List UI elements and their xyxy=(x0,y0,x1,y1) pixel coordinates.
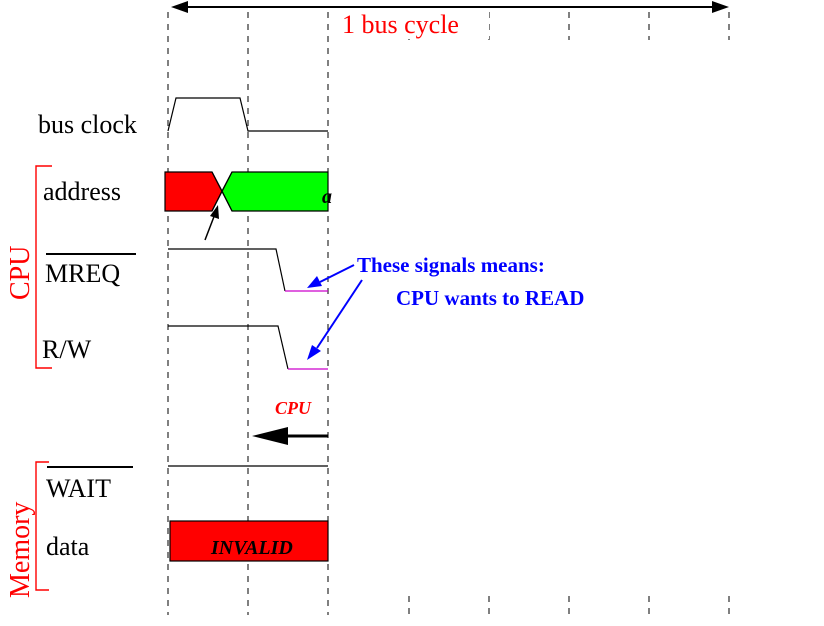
address-valid-segment xyxy=(221,171,329,212)
annotation-arrowhead-mreq xyxy=(307,276,322,288)
rw-waveform xyxy=(168,325,289,370)
memory-group-bracket xyxy=(35,461,49,591)
crossover-pointer-line xyxy=(204,213,216,241)
direction-arrowhead xyxy=(252,427,288,445)
data-label: data xyxy=(46,532,90,561)
annotation-line-1: These signals means: xyxy=(357,253,545,277)
annotation-arrow-mreq xyxy=(307,264,355,288)
span-arrowhead-left xyxy=(171,1,188,13)
address-label: address xyxy=(43,177,121,206)
memory-group-label: Memory xyxy=(5,502,36,598)
address-crossover-2 xyxy=(211,171,233,212)
wait-label: WAIT xyxy=(46,474,111,503)
crossover-pointer-head xyxy=(210,205,219,219)
bus-cycle-span-arrow xyxy=(171,1,729,13)
rw-label: R/W xyxy=(42,335,92,364)
address-invalid-segment xyxy=(164,171,223,212)
address-valid-value: a xyxy=(322,186,332,208)
bus-cycle-title: 1 bus cycle xyxy=(342,10,459,39)
annotation-arrow-rw xyxy=(307,279,363,360)
span-arrowhead-right xyxy=(712,1,729,13)
mreq-label: MREQ xyxy=(45,259,120,288)
data-invalid-value: INVALID xyxy=(210,537,293,559)
data-invalid-segment xyxy=(169,520,329,562)
mreq-waveform xyxy=(168,248,286,292)
cpu-group-label: CPU xyxy=(5,246,36,300)
annotation-line-2: CPU wants to READ xyxy=(396,286,584,310)
direction-arrow-label: CPU xyxy=(275,398,312,418)
bus-clock-label: bus clock xyxy=(38,110,137,139)
title-background xyxy=(335,9,489,39)
bus-clock-waveform xyxy=(167,97,328,132)
cpu-group-bracket xyxy=(35,165,52,369)
annotation-arrowhead-rw xyxy=(307,345,321,360)
